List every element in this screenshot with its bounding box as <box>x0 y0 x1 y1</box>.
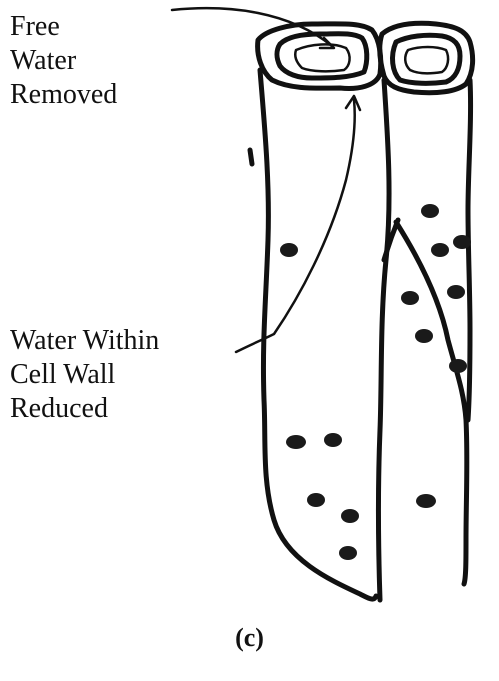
pit-dot <box>449 359 467 373</box>
pit-dot <box>286 435 306 449</box>
pit-dot <box>431 243 449 257</box>
figure-caption: (c) <box>0 623 499 653</box>
pit-dot <box>307 493 325 507</box>
cell-wall-leader-line <box>236 100 355 352</box>
pit-dot <box>401 291 419 305</box>
pit-dot <box>339 546 357 560</box>
right-cell-lumen-inner <box>405 47 448 73</box>
stray-mark <box>250 150 252 164</box>
pit-dot <box>415 329 433 343</box>
pit-dot <box>421 204 439 218</box>
pit-dot <box>416 494 436 508</box>
right-cell-inner-division <box>396 222 467 584</box>
pit-dot <box>453 235 471 249</box>
pit-dot <box>341 509 359 523</box>
right-cell-right-wall <box>468 80 471 420</box>
pit-dot <box>324 433 342 447</box>
pit-dot <box>447 285 465 299</box>
cell-wall-arrowhead <box>346 96 360 110</box>
right-cell-inner-ring <box>393 35 460 83</box>
pit-dot <box>280 243 298 257</box>
left-cell-left-wall <box>260 70 376 599</box>
free-water-leader-line <box>172 8 332 46</box>
shared-middle-wall <box>379 80 390 600</box>
